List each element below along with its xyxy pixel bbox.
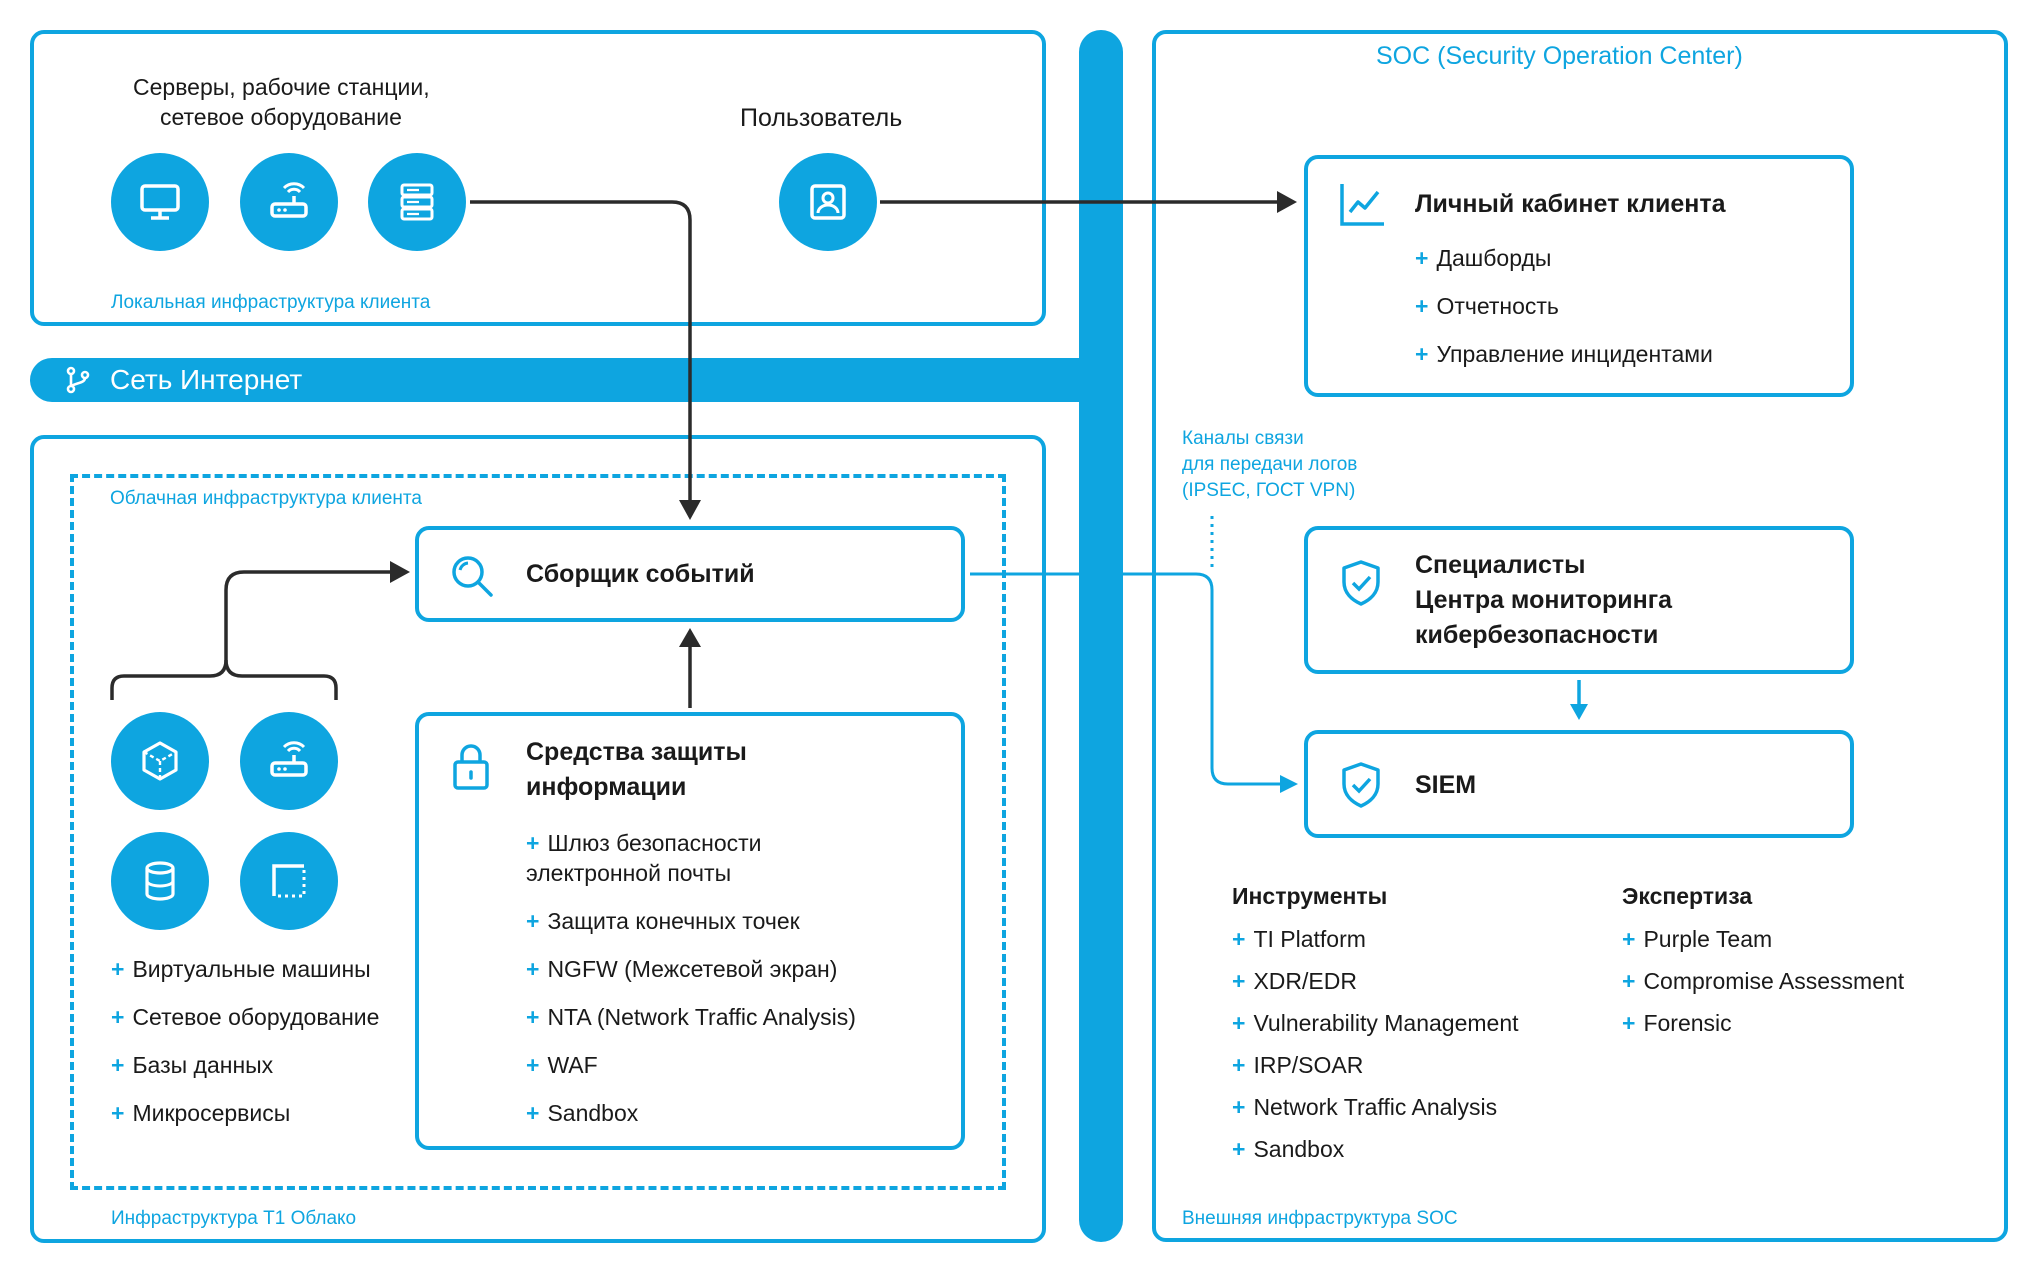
shield-check-icon xyxy=(1342,762,1380,808)
event-collector-title: Сборщик событий xyxy=(526,560,755,588)
internet-label: Сеть Интернет xyxy=(110,364,303,395)
resource-item: +Базы данных xyxy=(111,1052,274,1078)
soc-caption: Внешняя инфраструктура SOC xyxy=(1182,1208,1458,1229)
chart-icon xyxy=(1340,184,1384,226)
cloud-router-node xyxy=(240,712,338,810)
portal-item: +Дашборды xyxy=(1415,245,1552,271)
local-infra-caption: Локальная инфраструктура клиента xyxy=(111,292,431,313)
shield-check-icon xyxy=(1342,560,1380,606)
devices-label-line1: Серверы, рабочие станции, xyxy=(133,74,430,100)
expertise-item: +Compromise Assessment xyxy=(1622,968,1905,994)
expertise-item: +Forensic xyxy=(1622,1010,1732,1036)
specialists-title-line3: кибербезопасности xyxy=(1415,621,1659,649)
servers-to-collector-arrow xyxy=(470,200,692,505)
expertise-title: Экспертиза xyxy=(1622,883,1753,909)
tool-item: +XDR/EDR xyxy=(1232,968,1357,994)
specialists-title-line1: Специалисты xyxy=(1415,551,1586,579)
resource-item: +Микросервисы xyxy=(111,1100,291,1126)
security-item: +NGFW (Межсетевой экран) xyxy=(526,956,838,982)
channels-label-line3: (IPSEC, ГОСТ VPN) xyxy=(1182,480,1356,501)
soc-title: SOC (Security Operation Center) xyxy=(1376,42,1743,70)
security-item: +NTA (Network Traffic Analysis) xyxy=(526,1004,856,1030)
lock-icon xyxy=(453,744,489,790)
portal-item: +Отчетность xyxy=(1415,293,1559,319)
cube-icon xyxy=(142,741,178,781)
git-branch-icon xyxy=(66,366,90,394)
security-item: +Шлюз безопасности xyxy=(526,830,762,856)
channels-label-line2: для передачи логов xyxy=(1182,454,1358,475)
security-tools-title-line1: Средства защиты xyxy=(526,738,747,766)
soc-box xyxy=(1152,30,2008,1242)
security-item-cont: электронной почты xyxy=(526,860,732,886)
database-icon xyxy=(145,861,175,901)
resource-item: +Сетевое оборудование xyxy=(111,1004,380,1030)
tool-item: +Network Traffic Analysis xyxy=(1232,1094,1498,1120)
internet-backbone-vertical xyxy=(1079,30,1123,1242)
vm-node xyxy=(111,712,209,810)
client-portal-box xyxy=(1304,155,1854,397)
tools-title: Инструменты xyxy=(1232,883,1388,909)
security-tools-box xyxy=(415,712,965,1150)
resources-to-collector-arrow xyxy=(110,570,392,700)
search-icon xyxy=(452,556,493,597)
client-cloud-area xyxy=(70,474,1006,1190)
resource-item: +Виртуальные машины xyxy=(111,956,371,982)
siem-box xyxy=(1304,730,1854,838)
router-node xyxy=(240,153,338,251)
router-icon xyxy=(270,741,308,777)
security-tools-title-line2: информации xyxy=(526,773,687,801)
expertise-item: +Purple Team xyxy=(1622,926,1773,952)
tool-item: +IRP/SOAR xyxy=(1232,1052,1364,1078)
server-node xyxy=(368,153,466,251)
user-node xyxy=(779,153,877,251)
router-icon xyxy=(270,182,308,218)
monitor-icon xyxy=(140,184,180,220)
event-collector-box xyxy=(415,526,965,622)
collector-to-siem-line xyxy=(970,572,1282,786)
client-cloud-caption: Облачная инфраструктура клиента xyxy=(110,488,422,509)
security-item: +WAF xyxy=(526,1052,598,1078)
server-icon xyxy=(400,183,434,221)
client-portal-title: Личный кабинет клиента xyxy=(1415,190,1726,218)
specialists-box xyxy=(1304,526,1854,674)
microservice-node xyxy=(240,832,338,930)
tool-item: +Vulnerability Management xyxy=(1232,1010,1519,1036)
tool-item: +Sandbox xyxy=(1232,1136,1345,1162)
devices-label-line2: сетевое оборудование xyxy=(160,104,402,130)
specialists-title-line2: Центра мониторинга xyxy=(1415,586,1673,614)
channels-label-line1: Каналы связи xyxy=(1182,428,1304,449)
security-item: +Защита конечных точек xyxy=(526,908,800,934)
tool-item: +TI Platform xyxy=(1232,926,1366,952)
t1-cloud-caption: Инфраструктура Т1 Облако xyxy=(111,1208,357,1229)
database-node xyxy=(111,832,209,930)
siem-title: SIEM xyxy=(1415,771,1477,799)
security-item: +Sandbox xyxy=(526,1100,639,1126)
workstation-node xyxy=(111,153,209,251)
portal-item: +Управление инцидентами xyxy=(1415,341,1713,367)
user-label: Пользователь xyxy=(740,104,903,132)
internet-bar: Сеть Интернет xyxy=(30,358,1110,402)
user-card-icon xyxy=(810,184,846,220)
frame-icon xyxy=(272,864,306,898)
